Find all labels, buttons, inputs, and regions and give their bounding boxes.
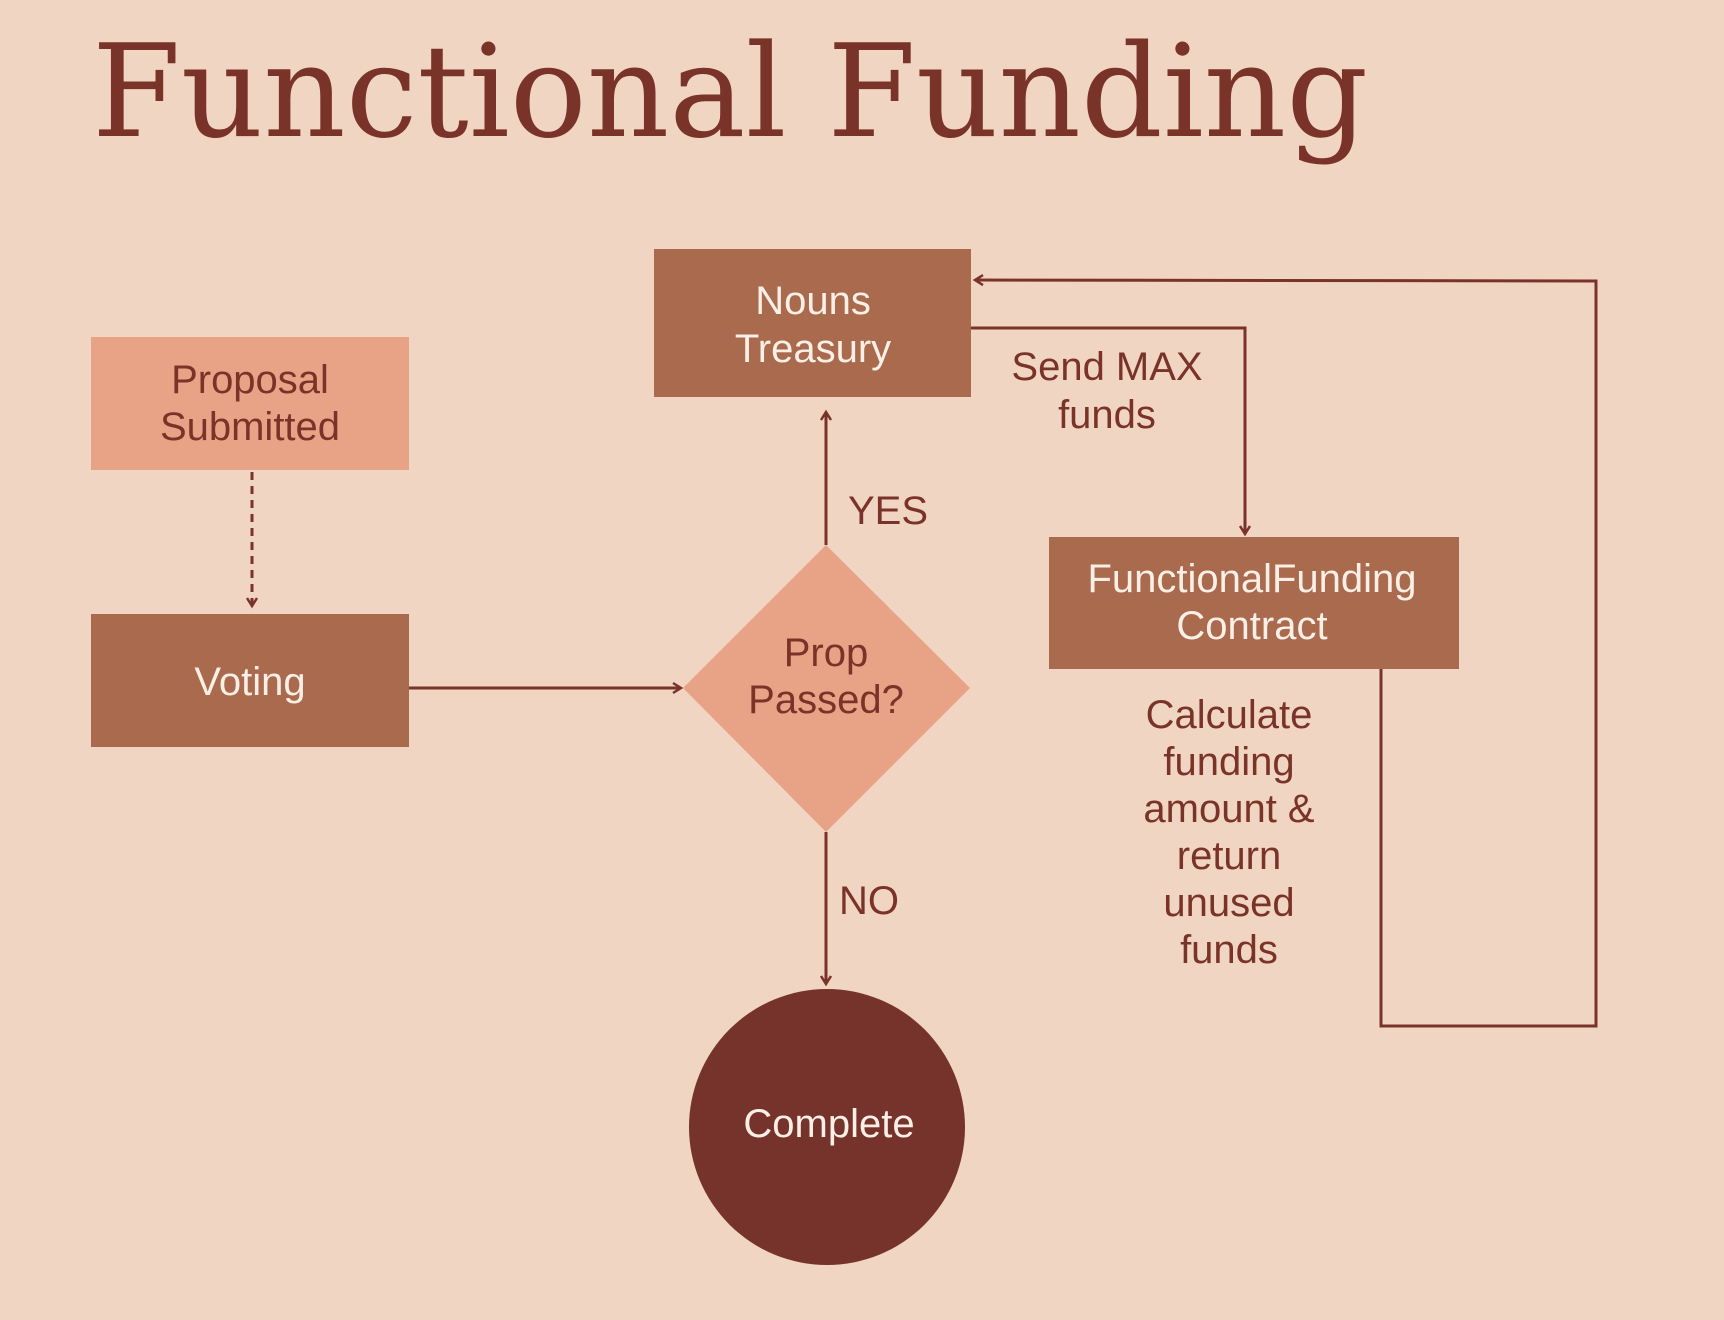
node-label: Voting <box>194 660 305 704</box>
node-functional-funding-contract: FunctionalFunding Contract <box>1049 537 1459 669</box>
node-label: Complete <box>743 1102 914 1146</box>
node-prop-passed-decision: Prop Passed? <box>683 545 970 832</box>
node-nouns-treasury: Nouns Treasury <box>654 249 971 397</box>
no-label: NO <box>839 879 899 923</box>
node-label: Prop <box>784 631 869 675</box>
node-label: Proposal <box>171 358 329 402</box>
label-line: funding <box>1163 740 1294 784</box>
label-line: amount & <box>1143 787 1315 831</box>
edge-return-funds <box>972 273 1598 1028</box>
label-line: funds <box>1180 928 1278 972</box>
node-label: Submitted <box>160 405 340 449</box>
node-proposal-submitted: Proposal Submitted <box>91 337 409 470</box>
label-line: unused <box>1163 881 1294 925</box>
node-label: Treasury <box>735 327 891 371</box>
node-complete: Complete <box>689 989 965 1265</box>
label-line: return <box>1177 834 1282 878</box>
yes-label: YES <box>848 489 928 533</box>
send-funds-label: Send MAX <box>1011 345 1202 389</box>
node-label: Nouns <box>755 279 871 323</box>
edge-send-funds <box>971 326 1252 537</box>
calculate-funding-label: Calculate funding amount & return unused… <box>1143 693 1315 972</box>
node-voting: Voting <box>91 614 409 747</box>
node-label: FunctionalFunding <box>1087 557 1416 601</box>
label-line: Calculate <box>1146 693 1313 737</box>
page-title: Functional Funding <box>92 18 1368 167</box>
node-label: Passed? <box>748 678 904 722</box>
send-funds-label: funds <box>1058 393 1156 437</box>
node-label: Contract <box>1176 604 1327 648</box>
